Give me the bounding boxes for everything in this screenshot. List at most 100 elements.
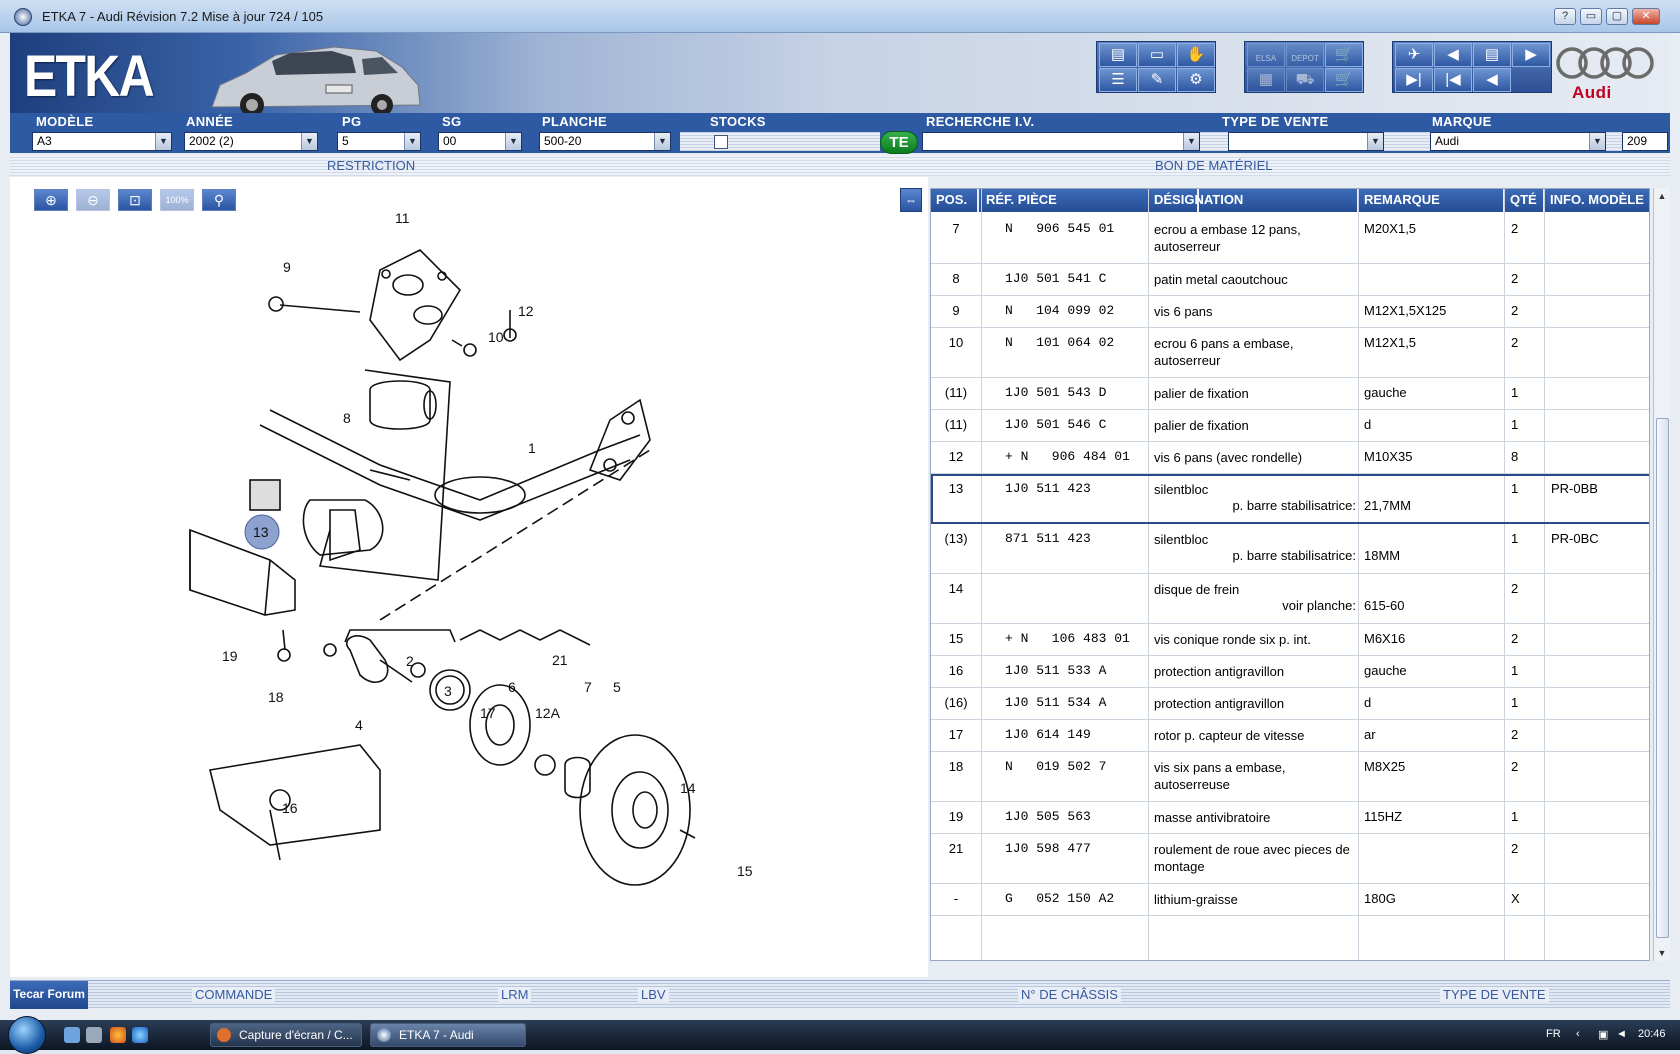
- depot-icon[interactable]: DEPOT: [1286, 43, 1324, 67]
- task-etka[interactable]: ETKA 7 - Audi: [370, 1023, 526, 1047]
- type-vente-button[interactable]: TYPE DE VENTE: [1440, 987, 1549, 1002]
- switch-windows-icon[interactable]: [86, 1027, 102, 1043]
- table-scrollbar[interactable]: ▲ ▼: [1653, 188, 1670, 961]
- cell-qty: 1: [1511, 385, 1519, 400]
- zoom-100-icon[interactable]: 100%: [160, 189, 194, 211]
- chevron-down-icon[interactable]: ▼: [654, 133, 670, 150]
- magnifier-icon[interactable]: ⚲: [202, 189, 236, 211]
- col-qte[interactable]: QTÉ: [1505, 189, 1545, 212]
- stocks-checkbox[interactable]: [714, 135, 728, 149]
- app-globe-icon[interactable]: [14, 8, 32, 26]
- cell-sub-label: p. barre stabilisatrice:: [1232, 498, 1356, 513]
- lrm-button[interactable]: LRM: [498, 987, 532, 1002]
- network-icon[interactable]: ▦: [1247, 68, 1285, 92]
- last-icon[interactable]: ▶|: [1395, 68, 1433, 92]
- minimize-button[interactable]: ▭: [1580, 8, 1602, 25]
- col-info[interactable]: INFO. MODÈLE: [1550, 192, 1644, 207]
- chevron-down-icon[interactable]: ▼: [1589, 133, 1605, 150]
- first-icon[interactable]: |◀: [1434, 68, 1472, 92]
- back-icon[interactable]: ◀: [1473, 68, 1511, 92]
- type-vente-select[interactable]: ▼: [1228, 132, 1384, 151]
- commande-button[interactable]: COMMANDE: [192, 987, 276, 1002]
- clock[interactable]: 20:46: [1638, 1028, 1666, 1040]
- cell-part: + N 106 483 01: [1005, 631, 1130, 646]
- chevron-left-icon[interactable]: ‹: [1576, 1028, 1580, 1040]
- zoom-in-icon[interactable]: ⊕: [34, 189, 68, 211]
- splitter-arrows-icon[interactable]: ⇔: [900, 188, 922, 212]
- restriction-label[interactable]: RESTRICTION: [327, 158, 416, 173]
- chevron-down-icon[interactable]: ▼: [505, 133, 521, 150]
- help-button[interactable]: ?: [1554, 8, 1576, 25]
- monitor-icon[interactable]: ▭: [1138, 43, 1176, 67]
- printer-icon[interactable]: ▤: [1099, 43, 1137, 67]
- pg-select[interactable]: 5▼: [337, 132, 421, 151]
- page-icon[interactable]: ▤: [1473, 43, 1511, 67]
- pencil-icon[interactable]: ✎: [1138, 68, 1176, 92]
- pin-icon[interactable]: ✈: [1395, 43, 1433, 67]
- zoom-area-icon[interactable]: ⊡: [118, 189, 152, 211]
- maximize-button[interactable]: ▢: [1606, 8, 1628, 25]
- chassis-button[interactable]: N° DE CHÂSSIS: [1018, 987, 1121, 1002]
- cars-icon[interactable]: ⛟: [1286, 68, 1324, 92]
- tecar-forum-button[interactable]: Tecar Forum: [10, 981, 88, 1009]
- col-pos[interactable]: POS.: [931, 189, 979, 212]
- task-capture[interactable]: Capture d'écran / C...: [210, 1023, 362, 1047]
- language-indicator[interactable]: FR: [1546, 1028, 1561, 1040]
- sg-select[interactable]: 00▼: [438, 132, 522, 151]
- recherche-label: RECHERCHE I.V.: [926, 114, 1035, 129]
- col-designation[interactable]: DÉSIGNATION: [1149, 189, 1359, 212]
- scroll-thumb[interactable]: [1656, 418, 1669, 938]
- tree-icon[interactable]: ⚙: [1177, 68, 1215, 92]
- recherche-select[interactable]: ▼: [922, 132, 1200, 151]
- annee-select[interactable]: 2002 (2)▼: [184, 132, 318, 151]
- chevron-down-icon[interactable]: ▼: [404, 133, 420, 150]
- ie-icon[interactable]: [132, 1027, 148, 1043]
- cell-part: 871 511 423: [1005, 531, 1091, 546]
- prev-page-icon[interactable]: ◀: [1434, 43, 1472, 67]
- planche-select[interactable]: 500-20▼: [539, 132, 671, 151]
- col-ref[interactable]: RÉF. PIÈCE: [981, 189, 1199, 212]
- elsa-icon[interactable]: ELSA: [1247, 43, 1285, 67]
- close-button[interactable]: ✕: [1632, 8, 1660, 25]
- lbv-button[interactable]: LBV: [638, 987, 669, 1002]
- next-page-icon[interactable]: ▶: [1512, 43, 1550, 67]
- firefox-icon[interactable]: [110, 1027, 126, 1043]
- marque-select[interactable]: Audi▼: [1430, 132, 1606, 151]
- network-tray-icon[interactable]: ▣: [1598, 1029, 1609, 1041]
- scroll-up-icon[interactable]: ▲: [1657, 191, 1667, 201]
- chevron-down-icon[interactable]: ▼: [1367, 133, 1383, 150]
- te-button[interactable]: TE: [880, 131, 918, 154]
- handshake-icon[interactable]: ✋: [1177, 43, 1215, 67]
- chevron-down-icon[interactable]: ▼: [155, 133, 171, 150]
- chevron-down-icon[interactable]: ▼: [1183, 133, 1199, 150]
- col-remarque[interactable]: REMARQUE: [1359, 189, 1505, 212]
- start-button[interactable]: [8, 1016, 46, 1054]
- chevron-down-icon[interactable]: ▼: [301, 133, 317, 150]
- list-icon[interactable]: ☰: [1099, 68, 1137, 92]
- zoom-out-icon[interactable]: ⊖: [76, 189, 110, 211]
- cart-add-icon[interactable]: 🛒: [1325, 68, 1363, 92]
- scroll-down-icon[interactable]: ▼: [1657, 948, 1667, 958]
- cart-icon[interactable]: 🛒: [1325, 43, 1363, 67]
- modele-select[interactable]: A3▼: [32, 132, 172, 151]
- show-desktop-icon[interactable]: [64, 1027, 80, 1043]
- volume-icon[interactable]: ◄: [1616, 1028, 1627, 1040]
